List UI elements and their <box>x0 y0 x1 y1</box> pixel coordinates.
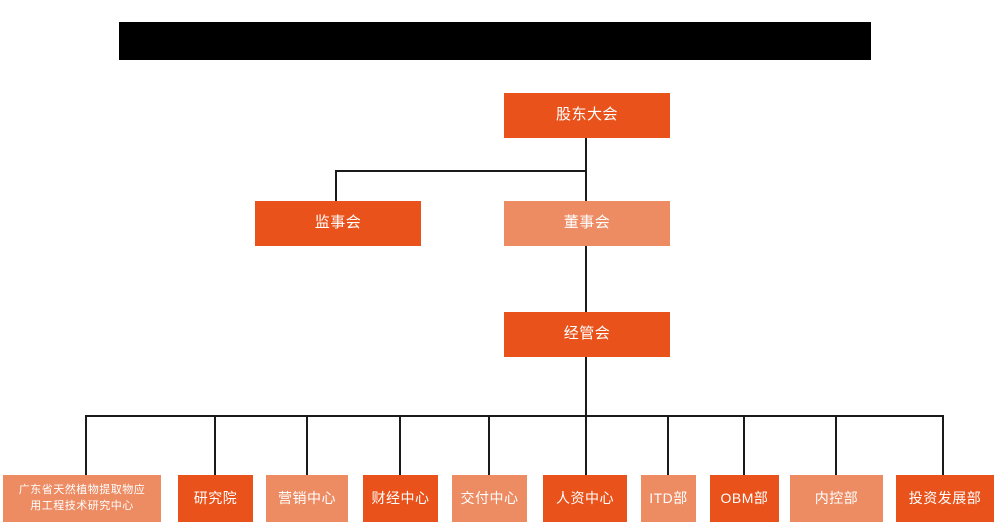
node-marketing-center[interactable]: 营销中心 <box>266 475 348 522</box>
node-shareholders[interactable]: 股东大会 <box>504 93 670 138</box>
connector-drop-internal-control-dept <box>835 415 837 477</box>
node-itd-dept-label: ITD部 <box>649 489 688 506</box>
node-internal-control-dept-label: 内控部 <box>814 489 859 506</box>
node-finance-center-label: 财经中心 <box>371 489 430 506</box>
node-finance-center[interactable]: 财经中心 <box>363 475 438 522</box>
node-management-label: 经管会 <box>563 325 611 343</box>
node-hr-center-label: 人资中心 <box>556 489 614 506</box>
node-marketing-center-label: 营销中心 <box>278 489 336 506</box>
connector-drop-delivery-center <box>488 415 490 477</box>
connector-level4-bus <box>85 415 944 417</box>
node-internal-control-dept[interactable]: 内控部 <box>790 475 883 522</box>
node-obm-dept[interactable]: OBM部 <box>710 475 779 522</box>
node-investment-dev-dept[interactable]: 投资发展部 <box>896 475 994 522</box>
redacted-title-bar <box>119 22 871 60</box>
node-shareholders-label: 股东大会 <box>555 106 618 124</box>
node-guangdong-center-label: 广东省天然植物提取物应用工程技术研究中心 <box>18 484 146 512</box>
connector-drop-research-institute <box>214 415 216 477</box>
node-management[interactable]: 经管会 <box>504 312 670 357</box>
connector-drop-guangdong-center <box>85 415 87 477</box>
connector-drop-directors <box>585 170 587 203</box>
connector-drop-marketing-center <box>306 415 308 477</box>
connector-drop-hr-center <box>585 415 587 477</box>
connector-level2-bus <box>335 170 587 172</box>
node-directors[interactable]: 董事会 <box>504 201 670 246</box>
connector-drop-itd-dept <box>667 415 669 477</box>
connector-drop-supervisors <box>335 170 337 203</box>
node-hr-center[interactable]: 人资中心 <box>543 475 627 522</box>
node-supervisors-label: 监事会 <box>314 214 362 232</box>
node-investment-dev-dept-label: 投资发展部 <box>908 489 982 506</box>
node-delivery-center-label: 交付中心 <box>460 489 519 506</box>
node-research-institute-label: 研究院 <box>193 489 238 506</box>
node-supervisors[interactable]: 监事会 <box>255 201 421 246</box>
connector-shareholders-stem <box>585 138 587 172</box>
connector-management-stem <box>585 357 587 417</box>
node-guangdong-center[interactable]: 广东省天然植物提取物应用工程技术研究中心 <box>3 475 161 522</box>
node-itd-dept[interactable]: ITD部 <box>641 475 696 522</box>
connector-directors-to-management <box>585 246 587 314</box>
connector-drop-obm-dept <box>743 415 745 477</box>
node-research-institute[interactable]: 研究院 <box>178 475 253 522</box>
connector-drop-finance-center <box>399 415 401 477</box>
node-directors-label: 董事会 <box>563 214 611 232</box>
connector-drop-investment-dev-dept <box>942 415 944 477</box>
node-delivery-center[interactable]: 交付中心 <box>452 475 527 522</box>
node-obm-dept-label: OBM部 <box>720 489 769 506</box>
